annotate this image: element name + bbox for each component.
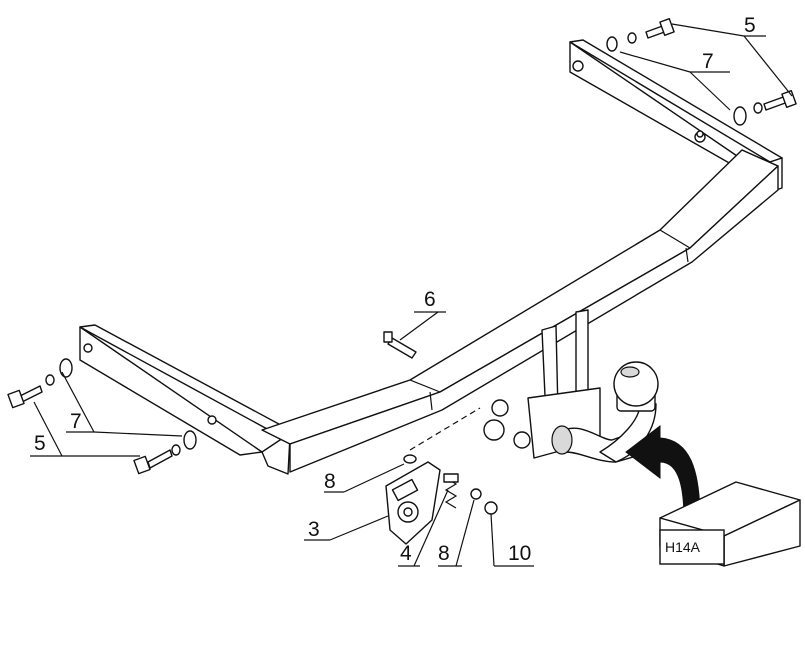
left-bolt-set bbox=[7, 358, 197, 475]
nut-10 bbox=[484, 501, 498, 515]
tow-ball bbox=[613, 361, 659, 412]
top-right-bolt-set bbox=[606, 18, 797, 138]
callout-7-left: 7 bbox=[70, 410, 82, 433]
callout-6: 6 bbox=[424, 288, 436, 311]
callout-7-top: 7 bbox=[702, 50, 714, 73]
assembly-guide-line bbox=[409, 407, 481, 451]
bolt-6 bbox=[383, 331, 417, 359]
product-box: H14A bbox=[659, 481, 801, 567]
callout-8-lower: 8 bbox=[438, 542, 450, 565]
washer-8-upper bbox=[403, 454, 417, 464]
callout-10: 10 bbox=[508, 542, 531, 565]
callout-3: 3 bbox=[308, 518, 320, 541]
left-mounting-bracket bbox=[79, 324, 291, 475]
spring-part-4 bbox=[443, 473, 459, 509]
socket-plate bbox=[385, 461, 441, 545]
callout-4: 4 bbox=[400, 542, 412, 565]
callout-5-left: 5 bbox=[34, 432, 46, 455]
leader-lines bbox=[30, 23, 793, 567]
rotation-arrow bbox=[625, 424, 701, 521]
washer-8-lower bbox=[470, 488, 482, 500]
callout-5-top: 5 bbox=[744, 14, 756, 37]
product-code-label: H14A bbox=[665, 539, 701, 555]
callout-8-upper: 8 bbox=[324, 470, 336, 493]
main-cross-beam bbox=[261, 149, 779, 473]
